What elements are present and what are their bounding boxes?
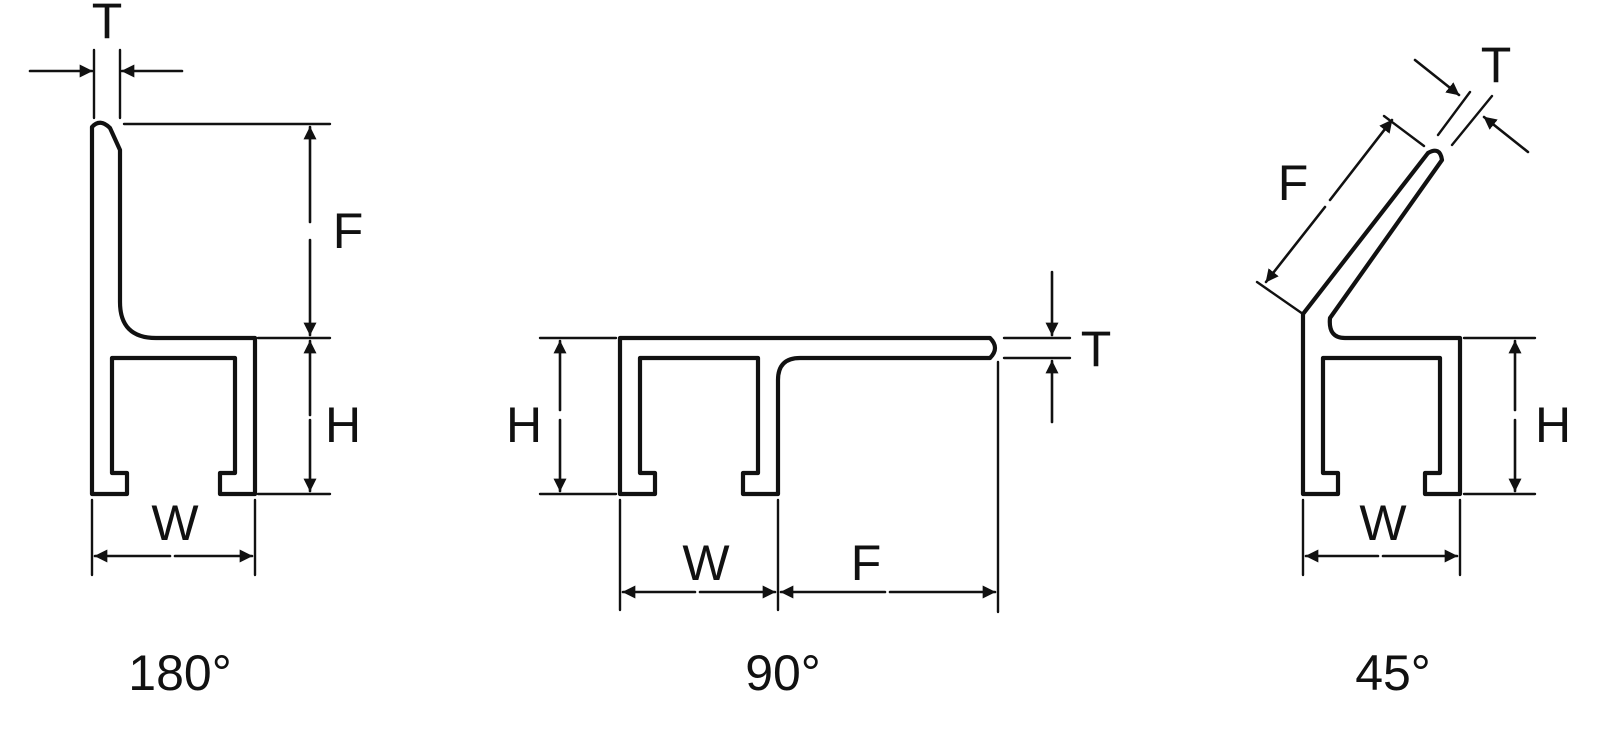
dim-width-90: W	[618, 498, 780, 612]
label-h-180: H	[325, 397, 361, 453]
label-t-90: T	[1081, 321, 1112, 377]
dim-height-180: H	[256, 339, 361, 496]
dim-height-90: H	[506, 336, 618, 496]
label-f-45: F	[1278, 155, 1309, 211]
dim-flange-90: F	[779, 360, 1000, 614]
profile-45	[1300, 148, 1463, 497]
caption-45: 45°	[1355, 645, 1431, 701]
dim-width-45: W	[1301, 495, 1462, 577]
dim-thickness-90: T	[1002, 270, 1112, 424]
profile-180	[89, 120, 258, 497]
label-t-45: T	[1481, 37, 1512, 93]
caption-90: 90°	[745, 645, 821, 701]
label-f-180: F	[333, 203, 364, 259]
dim-thickness-45: T	[1413, 37, 1530, 154]
label-w-180: W	[151, 495, 199, 551]
label-t-180: T	[92, 0, 123, 49]
dim-flange-45: F	[1255, 114, 1426, 316]
dim-flange-180: F	[122, 122, 364, 340]
label-h-90: H	[506, 397, 542, 453]
figure-180: T F H W 180°	[28, 0, 364, 701]
profile-90	[617, 335, 998, 497]
label-w-45: W	[1359, 495, 1407, 551]
dim-height-45: H	[1462, 336, 1571, 496]
figure-90: H T W F 90°	[506, 270, 1112, 701]
label-f-90: F	[851, 535, 882, 591]
dim-width-180: W	[90, 495, 257, 577]
dim-thickness-180: T	[28, 0, 184, 120]
figure-45: F T H W 45°	[1255, 37, 1571, 701]
label-h-45: H	[1535, 397, 1571, 453]
label-w-90: W	[682, 535, 730, 591]
caption-180: 180°	[128, 645, 231, 701]
